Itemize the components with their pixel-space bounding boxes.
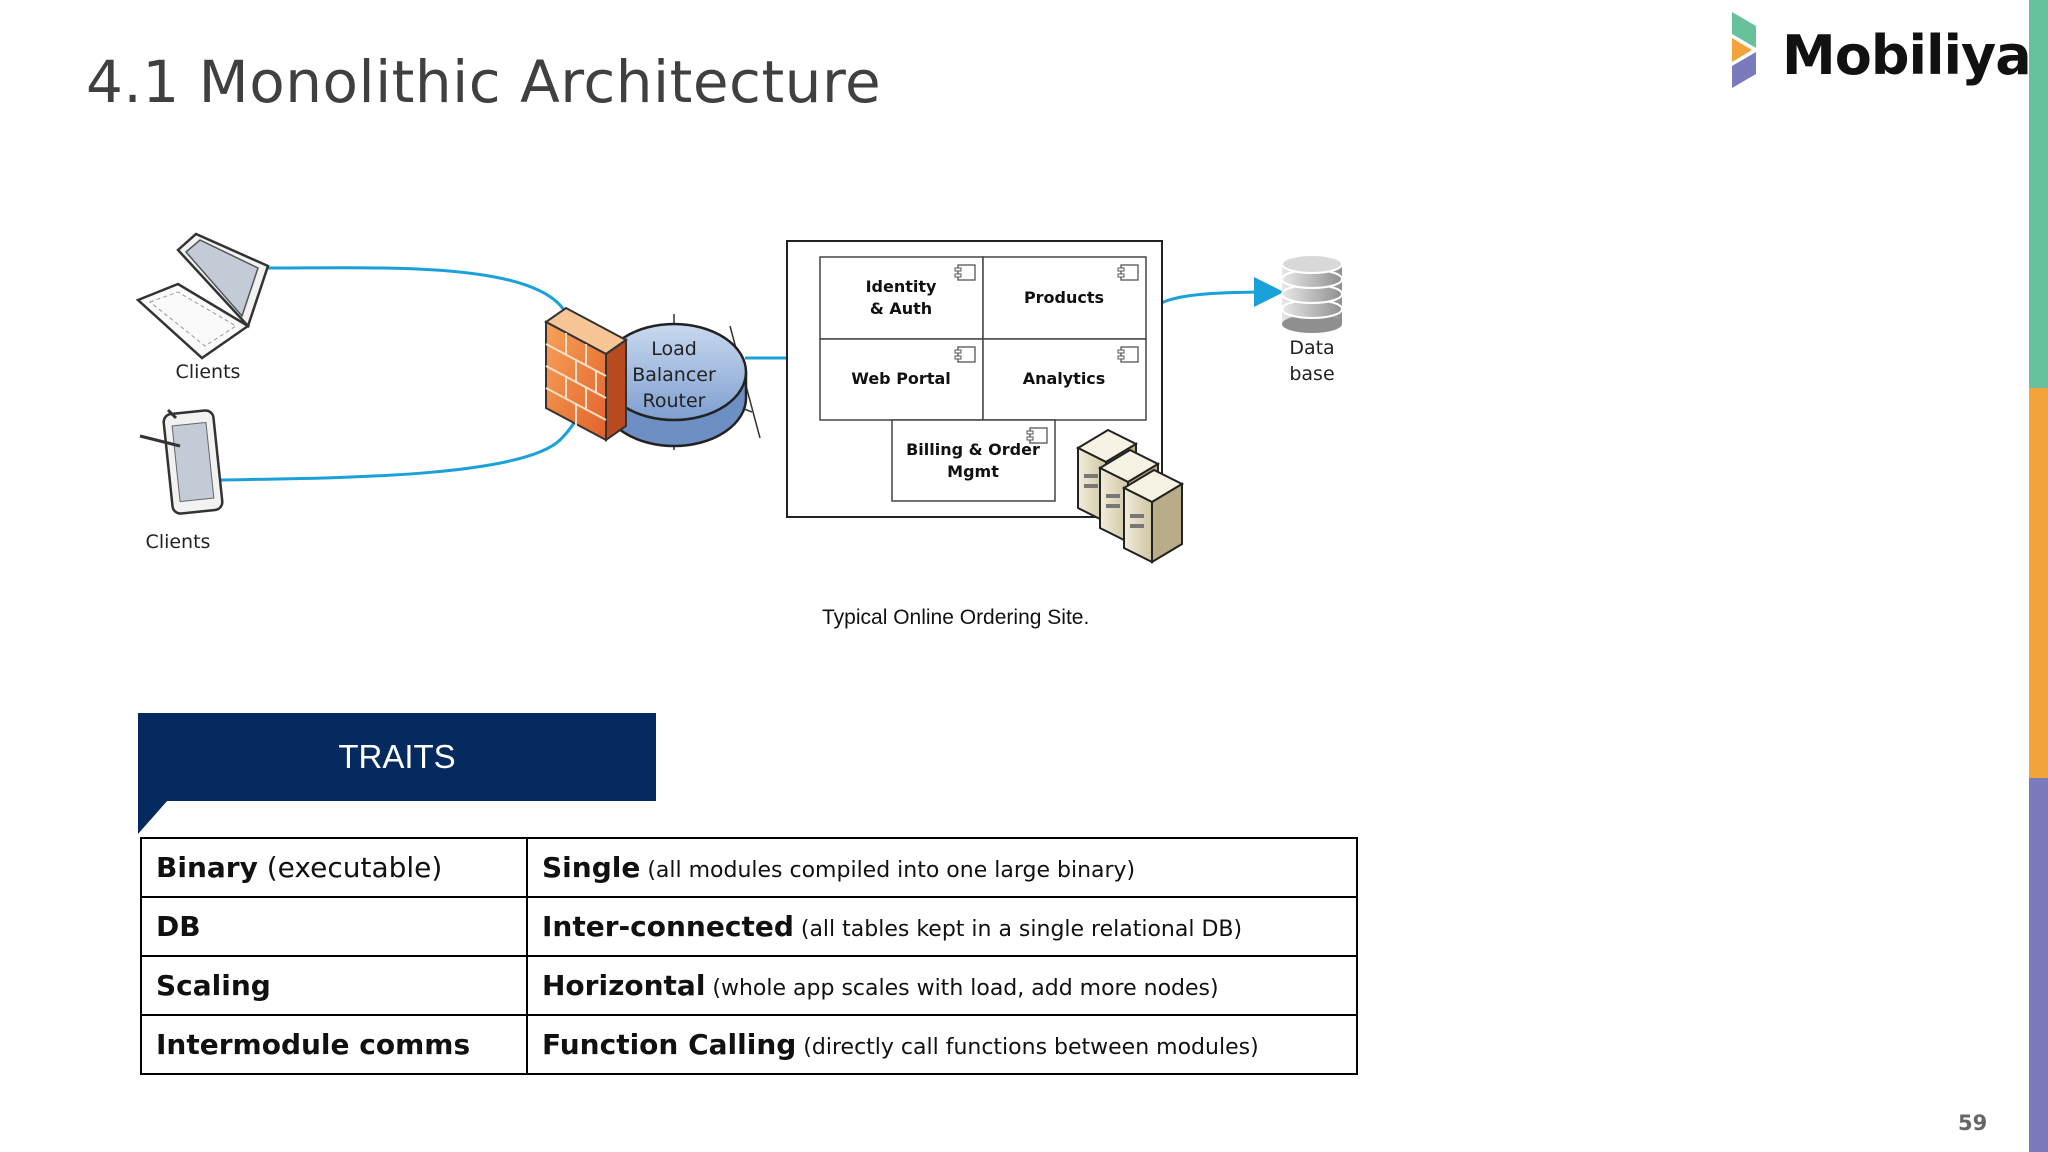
module-identity-auth: Identity & Auth — [819, 256, 984, 340]
router-label-line-3: Router — [643, 390, 706, 412]
module-products-label: Products — [1024, 288, 1104, 307]
module-billing-order: Billing & Order Mgmt — [891, 419, 1056, 502]
component-icon — [1117, 346, 1139, 363]
firewall-icon — [544, 306, 628, 442]
clients-label-top: Clients — [176, 361, 241, 383]
trait-value-note: (directly call functions between modules… — [796, 1035, 1259, 1060]
trait-value-note: (all tables kept in a single relational … — [793, 917, 1243, 942]
trait-value: Horizontal (whole app scales with load, … — [526, 955, 1358, 1016]
connector-top-client — [267, 266, 600, 371]
module-billing-line-1: Billing & Order — [906, 440, 1040, 459]
accent-stripe-green — [2029, 0, 2048, 388]
router-label-line-2: Balancer — [632, 364, 716, 386]
table-row: Scaling Horizontal (whole app scales wit… — [140, 955, 1358, 1016]
table-row: Intermodule comms Function Calling (dire… — [140, 1014, 1358, 1075]
database-icon — [1281, 254, 1343, 333]
module-identity-line-2: & Auth — [870, 299, 932, 318]
router-label-line-1: Load — [651, 338, 697, 360]
module-web-portal: Web Portal — [819, 338, 984, 421]
connector-bottom-client — [217, 376, 600, 482]
diagram-caption: Typical Online Ordering Site. — [822, 606, 1090, 629]
module-identity-line-1: Identity — [866, 277, 937, 296]
trait-value: Function Calling (directly call function… — [526, 1014, 1358, 1075]
module-products: Products — [982, 256, 1147, 340]
trait-key-strong: Scaling — [156, 969, 271, 1002]
trait-value-strong: Function Calling — [542, 1028, 797, 1061]
server-icon — [1075, 428, 1185, 564]
traits-table: Binary (executable) Single (all modules … — [140, 837, 1358, 1075]
slide-title: 4.1 Monolithic Architecture — [86, 48, 882, 116]
trait-key-light: (executable) — [257, 851, 443, 884]
mobiliya-logo: Mobiliya — [1726, 10, 2032, 100]
database-label-line-2: base — [1289, 363, 1334, 385]
traits-banner-tail — [138, 800, 168, 834]
trait-key-strong: Intermodule comms — [156, 1028, 471, 1061]
component-icon — [954, 264, 976, 281]
module-analytics-label: Analytics — [1023, 369, 1106, 388]
component-icon — [1026, 427, 1048, 444]
trait-value-note: (all modules compiled into one large bin… — [640, 858, 1136, 883]
accent-stripe-orange — [2029, 388, 2048, 778]
traits-heading: TRAITS — [338, 738, 456, 775]
module-analytics: Analytics — [982, 338, 1147, 421]
logo-wordmark: Mobiliya — [1782, 24, 2032, 87]
database-label-line-1: Data — [1289, 337, 1334, 359]
table-row: Binary (executable) Single (all modules … — [140, 837, 1358, 898]
logo-mark-icon — [1732, 12, 1756, 88]
tablet-icon — [139, 408, 224, 515]
component-icon — [1117, 264, 1139, 281]
trait-key: DB — [140, 896, 528, 957]
trait-key: Scaling — [140, 955, 528, 1016]
trait-value-strong: Inter-connected — [542, 910, 794, 943]
table-row: DB Inter-connected (all tables kept in a… — [140, 896, 1358, 957]
connector-app-database — [1142, 277, 1284, 339]
module-billing-line-2: Mgmt — [947, 462, 999, 481]
accent-stripe-purple — [2029, 778, 2048, 1152]
clients-label-bottom: Clients — [146, 531, 211, 553]
trait-key: Binary (executable) — [140, 837, 528, 898]
module-web-portal-label: Web Portal — [851, 369, 951, 388]
component-icon — [954, 346, 976, 363]
trait-value: Single (all modules compiled into one la… — [526, 837, 1358, 898]
trait-value-strong: Horizontal — [542, 969, 706, 1002]
page-number: 59 — [1958, 1111, 1988, 1135]
trait-value-strong: Single — [542, 851, 641, 884]
trait-key: Intermodule comms — [140, 1014, 528, 1075]
trait-value: Inter-connected (all tables kept in a si… — [526, 896, 1358, 957]
trait-value-note: (whole app scales with load, add more no… — [705, 976, 1219, 1001]
trait-key-strong: Binary — [156, 851, 258, 884]
architecture-diagram: Clients Clients Load Balancer Router Ide… — [135, 232, 1343, 564]
laptop-icon — [135, 232, 270, 360]
trait-key-strong: DB — [156, 910, 201, 943]
traits-banner: TRAITS — [138, 713, 656, 801]
